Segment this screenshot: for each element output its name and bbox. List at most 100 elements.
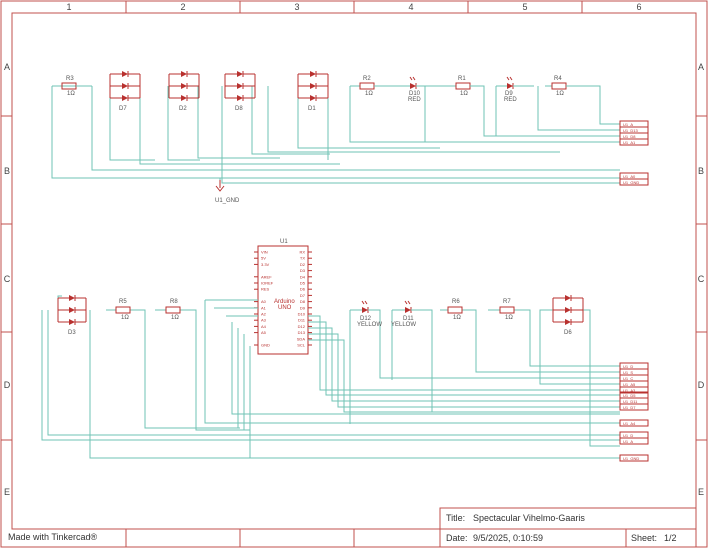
r7-value: 1Ω [505,315,513,321]
arduino-pin-a1: A1 [261,305,267,310]
r1-value: 1Ω [460,91,468,97]
resistor-r1[interactable] [448,82,476,90]
arduino-pin-a0: A0 [261,299,267,304]
r8-ref: R8 [170,299,178,305]
led-array-d2[interactable] [168,71,200,101]
led-d11[interactable] [392,300,418,313]
resistor-r7[interactable] [499,306,515,314]
r6-ref: R6 [452,299,460,305]
arduino-pin-tx: TX [300,256,305,261]
ground-label: U1_GND [215,198,240,204]
net-b-9: U1_D [623,433,633,438]
arduino-pin-d3: D3 [300,268,306,273]
net-b-6: U1_D11 [623,399,638,404]
row-label-d-left: D [4,380,11,390]
title-block [439,507,697,548]
date-value: 9/5/2025, 0:10:59 [473,533,543,543]
arduino-pin-d10: D10 [298,312,306,317]
inner-frame [11,12,697,530]
net-b-0: U1_D [623,364,633,369]
sheet-value: 1/2 [664,533,677,543]
led-d10[interactable] [395,76,440,89]
net-u1-d8: U1_D8 [623,134,636,139]
date-label: Date: [446,533,468,543]
r3-ref: R3 [66,76,74,82]
d9-value: RED [504,97,517,103]
resistor-r4[interactable] [545,82,580,90]
r4-ref: R4 [554,76,562,82]
net-b-5: U1_D5 [623,393,636,398]
arduino-pin-33v: 3.3V [261,262,270,267]
net-u1-a: U1_A [623,122,633,127]
arduino-pin-a2: A2 [261,312,267,317]
arduino-pin-d7: D7 [300,293,306,298]
led-array-d8[interactable] [224,71,256,101]
arduino-pin-d4: D4 [300,274,306,279]
column-label-2: 2 [180,2,185,12]
top-wires [51,85,620,188]
row-label-c-left: C [4,274,11,284]
arduino-pin-a3: A3 [261,318,267,323]
led-array-d6[interactable] [552,295,584,325]
led-array-d7[interactable] [109,71,141,101]
made-with-label: Made with Tinkercad® [8,532,98,542]
row-ticks [1,115,707,441]
net-b-11: U1_GND [623,456,639,461]
title-label: Title: [446,513,465,523]
arduino-pin-d5: D5 [300,281,306,286]
arduino-pin-res: RES [261,287,270,292]
net-u1-d13: U1_D13 [623,128,638,133]
column-label-5: 5 [522,2,527,12]
led-array-d1[interactable] [297,71,329,101]
row-label-d-right: D [698,380,705,390]
d2-ref: D2 [179,106,187,112]
resistor-r5[interactable] [115,306,131,314]
net-b-2: U1_C [623,376,633,381]
bottom-wires [41,295,620,459]
arduino-pin-d8: D8 [300,299,306,304]
arduino-pin-a4: A4 [261,324,267,329]
column-ticks [125,1,583,547]
r3-value: 1Ω [67,91,75,97]
r4-value: 1Ω [556,91,564,97]
r6-value: 1Ω [453,315,461,321]
led-d12[interactable] [350,300,374,313]
d12-value: YELLOW [357,322,382,328]
resistor-r2[interactable] [350,82,385,90]
arduino-pin-5v: 5V [261,256,266,261]
row-label-c-right: C [698,274,705,284]
net-b-7: U1_D7 [623,405,636,410]
arduino-pin-scl: SCL [297,343,306,348]
resistor-r6[interactable] [447,306,463,314]
led-d9[interactable] [496,76,524,89]
d1-ref: D1 [308,106,316,112]
d10-value: RED [408,97,421,103]
arduino-pin-d6: D6 [300,287,306,292]
arduino-pin-rx: RX [299,250,305,255]
arduino-pin-d13: D13 [298,330,306,335]
arduino-pin-d2: D2 [300,262,306,267]
row-label-e-right: E [698,487,704,497]
arduino-pin-ioref: IOREF [261,281,274,286]
led-array-d3[interactable] [57,295,87,325]
row-label-a-left: A [4,62,10,72]
r8-value: 1Ω [171,315,179,321]
row-label-e-left: E [4,487,10,497]
net-b-8: U1_A4 [623,421,636,426]
d12-ref: D12 [360,316,372,322]
arduino-pin-d12: D12 [298,324,306,329]
arduino-pin-d11: D11 [298,318,306,323]
column-label-3: 3 [294,2,299,12]
resistor-r8[interactable] [165,306,181,314]
d11-ref: D11 [403,316,414,322]
top-net-labels [619,120,649,186]
row-label-a-right: A [698,62,704,72]
ground-symbol [215,180,225,192]
column-label-4: 4 [408,2,413,12]
resistor-r3[interactable] [52,82,92,90]
r5-ref: R5 [119,299,127,305]
arduino-name-2: UNO [278,305,292,311]
row-label-b-right: B [698,166,704,176]
